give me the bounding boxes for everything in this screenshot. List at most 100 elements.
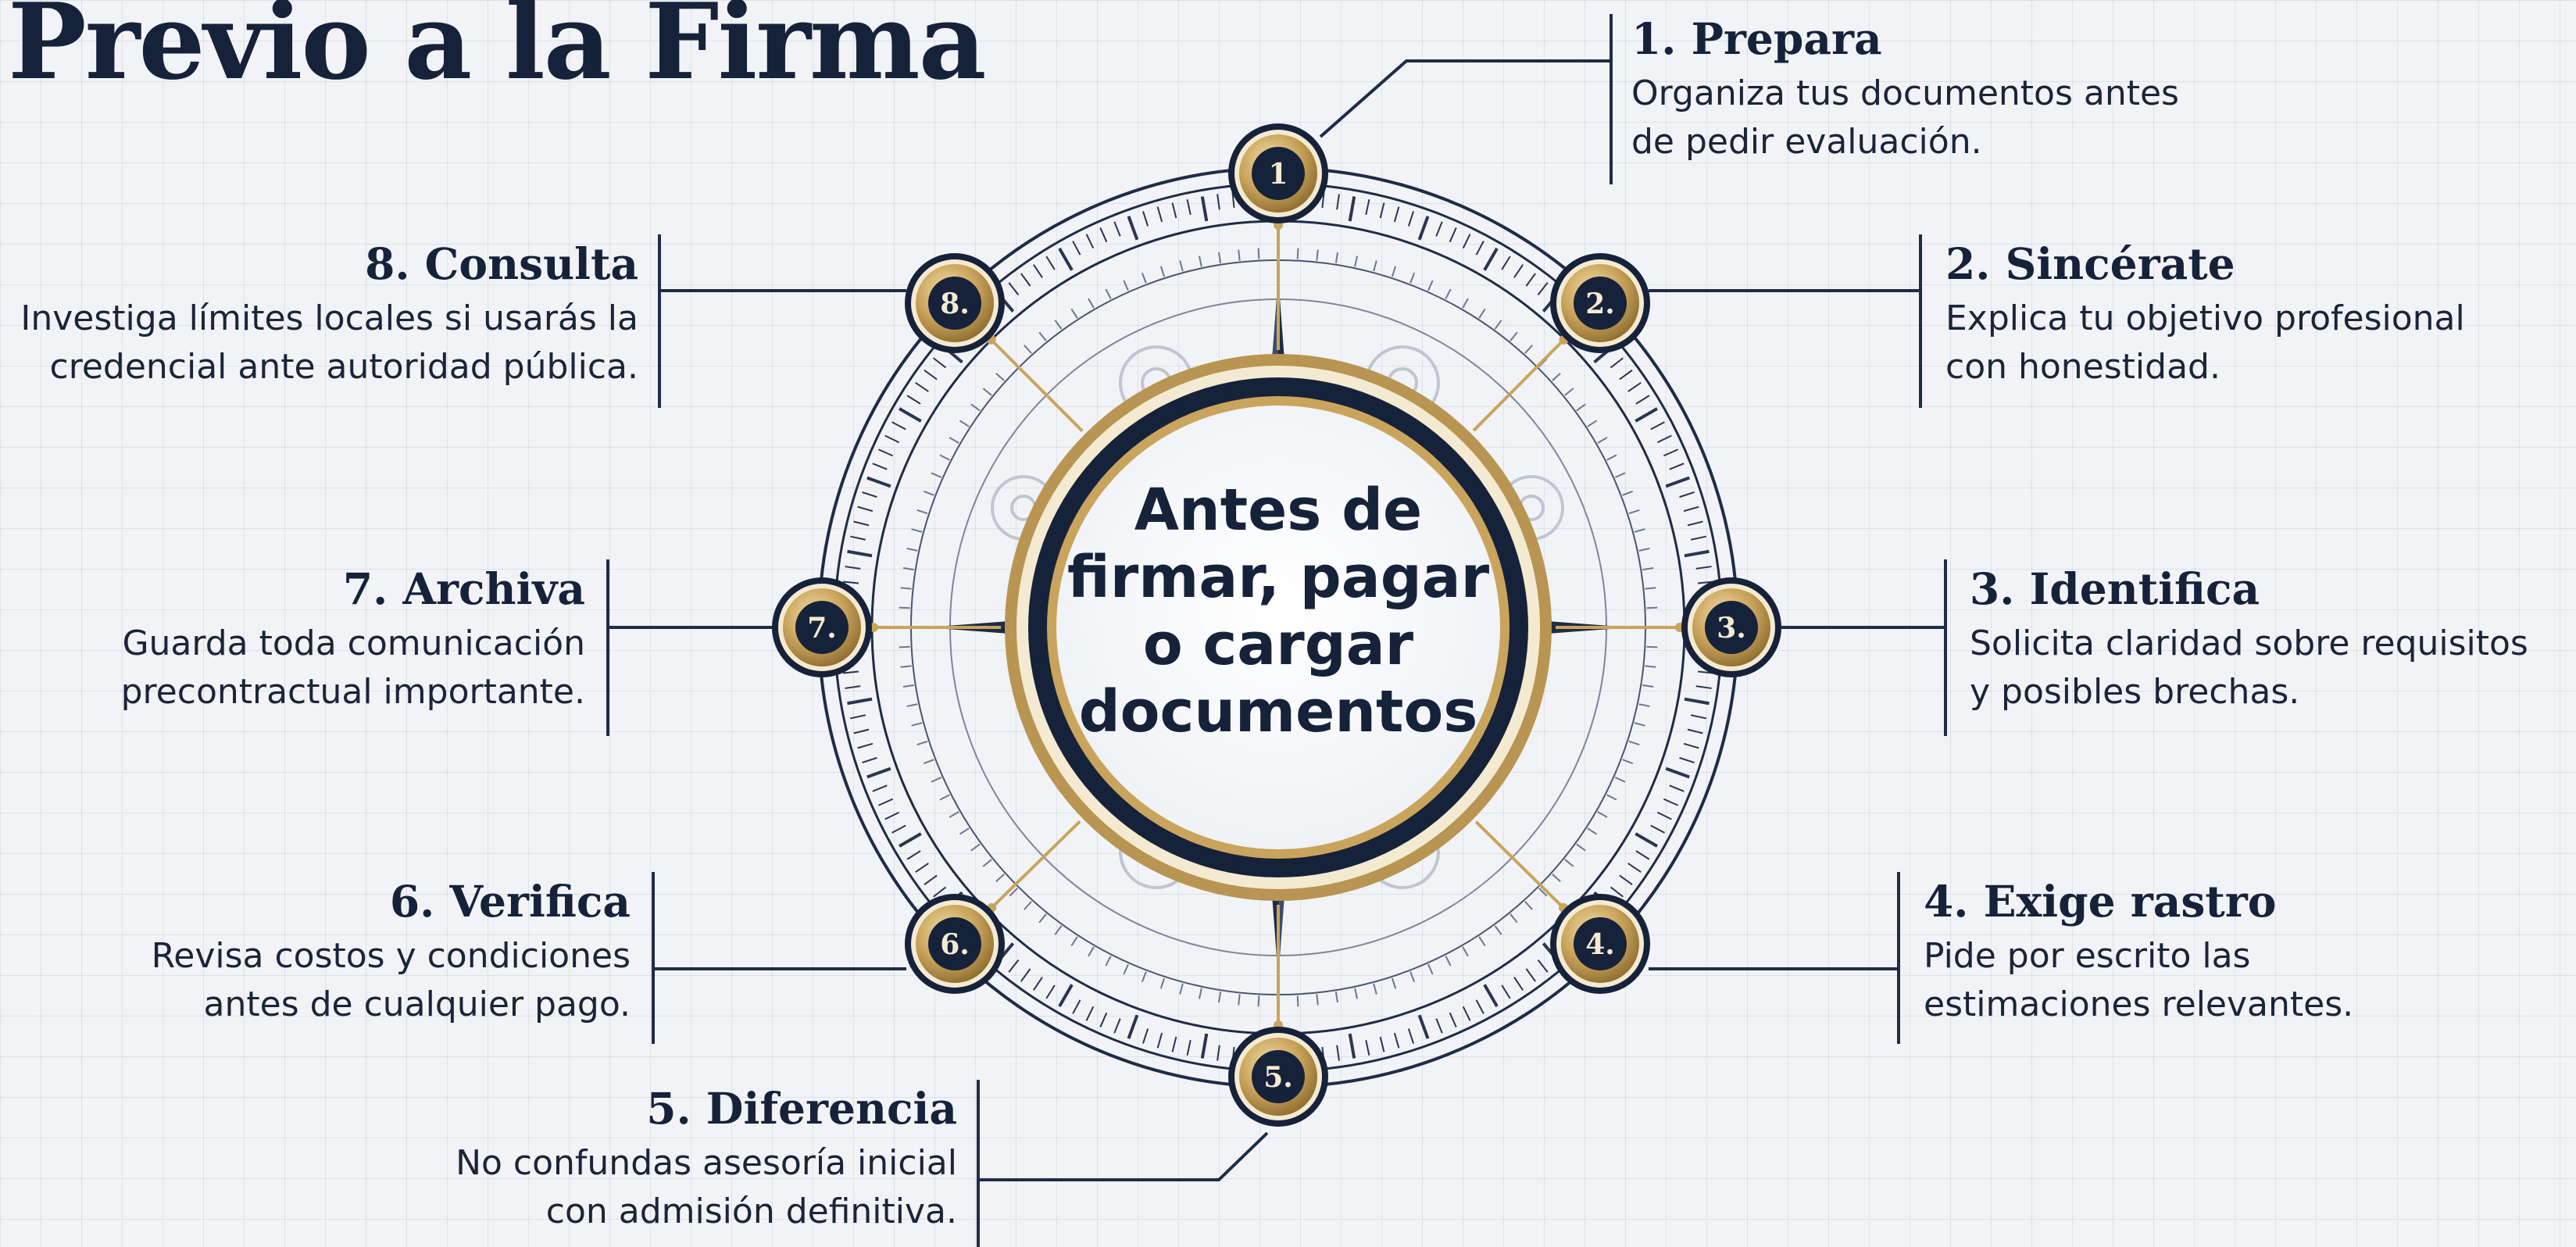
step-7-badge: 7. [772,577,872,677]
tick-mark [1020,273,1031,287]
tick-mark [924,370,938,381]
badge-core [795,601,849,654]
step-6-title: 6. Verifica [389,876,631,927]
tick-mark [1552,874,1561,882]
tick-mark [1445,288,1452,299]
tick-mark [1656,434,1672,444]
tick-mark [1171,202,1177,219]
spoke-line [988,820,1081,912]
tick-mark [1113,221,1121,237]
tick-mark [1635,850,1650,860]
tick-mark [1510,331,1518,341]
tick-mark [845,685,861,689]
tick-mark [1159,977,1166,989]
tick-mark [872,463,888,470]
tick-mark [1669,463,1685,470]
leader-lines [606,14,1947,1247]
step-4-description-line: Pide por escrito las [1924,936,2251,977]
tick-mark [1088,946,1095,957]
tick-mark [1669,784,1685,792]
tick-mark [915,382,929,392]
step-7-description-line: Guarda toda comunicación [122,624,585,664]
step-3-title: 3. Identifica [1970,563,2260,614]
tick-mark [1642,684,1654,688]
tick-mark [906,703,918,708]
step-5-block: 5. Diferencia No confundas asesoría inic… [456,1084,957,1236]
tick-mark [1462,298,1469,309]
step-2-description-line: con honestidad. [1945,347,2221,388]
tick-mark [1123,280,1129,291]
tick-mark [1045,255,1056,270]
tick-mark [1141,272,1147,284]
tick-mark [949,437,959,444]
tick-mark [1634,722,1645,727]
tick-mark [1391,266,1397,277]
tick-mark [1105,956,1112,967]
tick-mark [1475,999,1485,1014]
step-2-title: 2. Sincérate [1945,238,2235,289]
tick-mark [1638,547,1650,552]
step-4-description-line: estimaciones relevantes. [1924,984,2354,1025]
tick-mark [995,373,1005,381]
tick-mark [872,784,888,792]
tick-mark [1198,255,1202,267]
tick-mark [906,547,918,552]
tick-mark [1501,984,1511,999]
tick-mark [1033,264,1043,278]
step-badge-number: 2. [1585,288,1615,320]
tick-mark [1524,345,1533,354]
tick-mark [1690,714,1706,720]
tick-mark [1127,216,1139,241]
step-3-description-line: Solicita claridad sobre requisitos [1970,624,2528,664]
tick-mark [847,697,873,706]
tick-mark [1038,331,1047,341]
step-8-title: 8. Consulta [365,238,638,289]
tick-mark [1614,472,1626,478]
tick-mark [1198,988,1202,999]
tick-mark [1628,740,1640,746]
tick-mark [1587,827,1598,835]
tick-mark [850,714,866,720]
badge-core [928,277,981,330]
tick-mark [1231,191,1235,209]
tick-mark [1427,280,1434,291]
tick-mark [1646,606,1658,609]
tick-mark [1141,971,1147,983]
tick-mark [853,520,870,527]
tick-mark [1665,476,1690,488]
step-7-title: 7. Archiva [342,563,585,614]
step-7-description-line: precontractual importante. [120,672,585,713]
tick-mark [1113,1018,1121,1034]
tick-mark [1024,901,1032,910]
tick-mark [1379,202,1385,219]
tick-mark [1217,1045,1220,1061]
tick-mark [1024,345,1032,354]
tick-mark [1123,963,1129,975]
tick-mark [1038,913,1047,924]
tick-mark [1587,420,1598,427]
step-1-block: 1. Prepara Organiza tus documentos antes… [1631,14,2179,166]
tick-mark [1085,234,1095,249]
tick-mark [924,874,938,885]
tick-mark [982,388,992,396]
tick-mark [1483,984,1499,1007]
tick-mark [1650,824,1665,834]
tick-mark [899,606,910,609]
center-line: documentos [1078,678,1478,745]
badge-core [1574,277,1627,330]
step-8-block: 8. Consulta Investiga límites locales si… [20,239,638,391]
tick-mark [1072,999,1081,1014]
tick-mark [1348,1033,1356,1059]
tick-mark [1695,566,1712,570]
tick-mark [1393,206,1400,223]
tick-mark [1186,1039,1192,1056]
tick-mark [1679,491,1695,498]
tick-mark [1552,373,1561,381]
tick-mark [906,850,921,860]
tick-mark [1105,288,1112,299]
badge-core [1252,1050,1305,1103]
tick-mark [1665,766,1690,779]
tick-mark [1070,308,1078,319]
tick-mark [1510,913,1518,924]
tick-mark [1179,260,1184,272]
